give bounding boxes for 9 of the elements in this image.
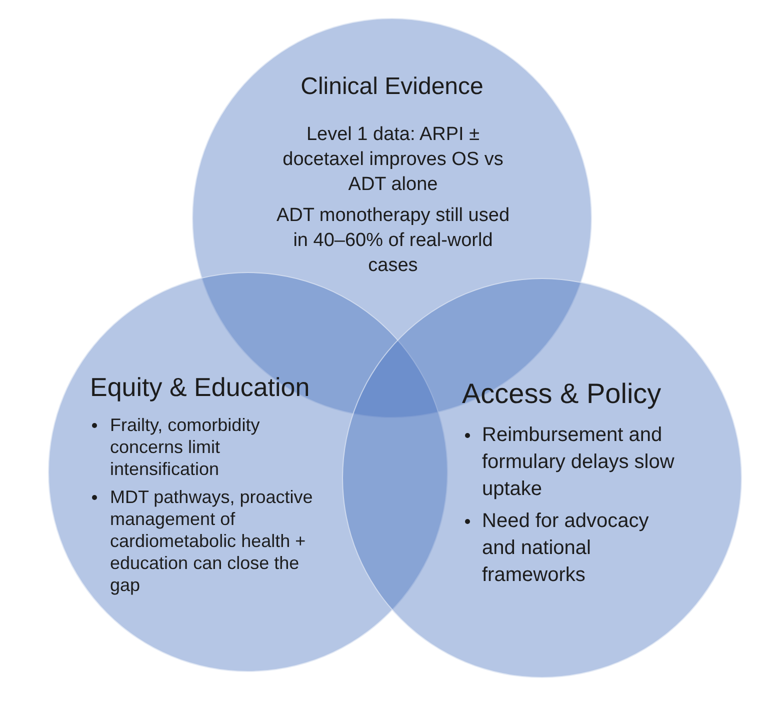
circle-heading: Access & Policy: [462, 377, 662, 411]
bullet-text: Frailty, comorbidity concerns limit intensification: [110, 414, 261, 480]
bullet-text: Reimbursement and formulary delays slow uptake: [482, 423, 676, 502]
body-text: ADT monotherapy still used in 40–60% of real-world cases: [275, 204, 511, 278]
circle-heading: Clinical Evidence: [300, 72, 484, 102]
body-text: Level 1 data: ARPI ± docetaxel improves OS vs ADT alone: [282, 123, 504, 197]
bullet-text: Need for advocacy and national frameworks: [482, 509, 650, 588]
circle-heading: Equity & Education: [90, 371, 310, 403]
bullet-text: MDT pathways, proactive management of cardiometabolic health + education can close the gap: [110, 486, 314, 596]
